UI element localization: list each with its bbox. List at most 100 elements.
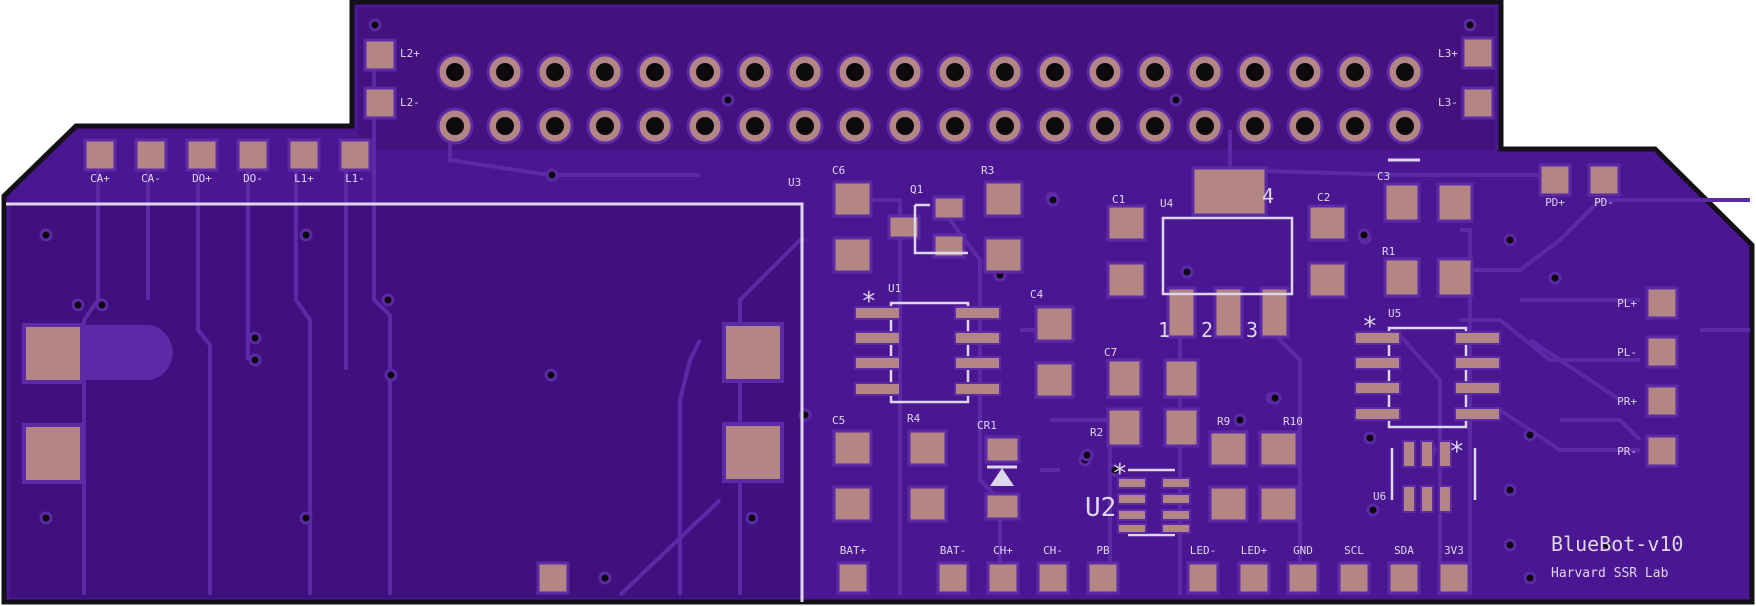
pad-copper bbox=[287, 138, 321, 172]
header-pin-hole bbox=[646, 117, 664, 135]
header-pin-hole bbox=[1146, 63, 1164, 81]
header-pin-hole bbox=[846, 117, 864, 135]
u3-outline bbox=[6, 202, 804, 602]
pad-label: PD- bbox=[1594, 196, 1614, 209]
bottom-pad-ledplus[interactable]: LED+ bbox=[1237, 544, 1271, 595]
q1-label: Q1 bbox=[910, 183, 923, 196]
pad-copper bbox=[1186, 561, 1220, 595]
bottom-pad-gnd[interactable]: GND bbox=[1286, 544, 1320, 595]
pad-copper bbox=[1086, 561, 1120, 595]
header-pin-hole bbox=[1296, 117, 1314, 135]
pad-label: CH- bbox=[1043, 544, 1063, 557]
header-pin-hole bbox=[1146, 117, 1164, 135]
pad-copper bbox=[1645, 286, 1679, 320]
header-pin-hole bbox=[696, 63, 714, 81]
u6-chip bbox=[1390, 440, 1477, 513]
header-pin-hole bbox=[1396, 63, 1414, 81]
right-pad-prminus[interactable]: PR- bbox=[1617, 434, 1679, 468]
pad-label: L1+ bbox=[294, 172, 314, 185]
l2-minus-pad[interactable]: L2- bbox=[363, 86, 420, 120]
u3-label: U3 bbox=[788, 176, 801, 189]
pad-copper bbox=[836, 561, 870, 595]
header-pin-hole bbox=[1296, 63, 1314, 81]
bottom-pad-scl[interactable]: SCL bbox=[1337, 544, 1371, 595]
pad-copper bbox=[1036, 561, 1070, 595]
pad-copper bbox=[936, 561, 970, 595]
pad-column-right: PL+ PL- PR+ PR- bbox=[1617, 286, 1679, 468]
pad-label: L1- bbox=[345, 172, 365, 185]
right-pad-plminus[interactable]: PL- bbox=[1617, 335, 1679, 369]
smd-pads bbox=[832, 166, 1474, 523]
pad-copper bbox=[1645, 434, 1679, 468]
pad-copper bbox=[1645, 335, 1679, 369]
header-pin-hole bbox=[596, 117, 614, 135]
left-pad-caminus[interactable]: CA- bbox=[134, 138, 168, 185]
left-pad-caplus[interactable]: CA+ bbox=[83, 138, 117, 185]
header-pin-hole bbox=[1346, 63, 1364, 81]
left-pad-dominus[interactable]: DO- bbox=[236, 138, 270, 185]
header-pin-hole bbox=[896, 117, 914, 135]
r4-label: R4 bbox=[907, 412, 921, 425]
c6-label: C6 bbox=[832, 164, 845, 177]
u1-chip bbox=[854, 301, 1001, 404]
test-pad[interactable] bbox=[536, 561, 570, 595]
left-pad-doplus[interactable]: DO+ bbox=[185, 138, 219, 185]
c1-label: C1 bbox=[1112, 193, 1125, 206]
u4-label: U4 bbox=[1160, 197, 1174, 210]
header-pin-hole bbox=[1096, 117, 1114, 135]
header-pin-hole bbox=[946, 63, 964, 81]
pad-copper bbox=[1587, 163, 1621, 197]
pad-copper bbox=[236, 138, 270, 172]
bottom-pad-sda[interactable]: SDA bbox=[1387, 544, 1421, 595]
pd-pad-pdplus[interactable]: PD+ bbox=[1538, 163, 1572, 209]
header-pin-hole bbox=[746, 63, 764, 81]
bottom-pad-batminus[interactable]: BAT- bbox=[936, 544, 970, 595]
pad-label: DO+ bbox=[192, 172, 212, 185]
bottom-pad-chminus[interactable]: CH- bbox=[1036, 544, 1070, 595]
l2-plus-label: L2+ bbox=[400, 47, 420, 60]
header-pin-hole bbox=[446, 117, 464, 135]
left-pad-l1plus[interactable]: L1+ bbox=[287, 138, 321, 185]
bottom-pad-chplus[interactable]: CH+ bbox=[986, 544, 1020, 595]
pad-label: PD+ bbox=[1545, 196, 1565, 209]
bottom-pad-pb[interactable]: PB bbox=[1086, 544, 1120, 595]
bottom-pad-batplus[interactable]: BAT+ bbox=[836, 544, 870, 595]
bottom-pad-ledminus[interactable]: LED- bbox=[1186, 544, 1220, 595]
l3-minus-label: L3- bbox=[1438, 96, 1458, 109]
c7-label: C7 bbox=[1104, 346, 1117, 359]
pad-copper bbox=[134, 138, 168, 172]
pad-copper bbox=[185, 138, 219, 172]
right-pad-plplus[interactable]: PL+ bbox=[1617, 286, 1679, 320]
pad-copper bbox=[1437, 561, 1471, 595]
l2-minus-label: L2- bbox=[400, 96, 420, 109]
r9-label: R9 bbox=[1217, 415, 1230, 428]
header-pin-hole bbox=[1196, 63, 1214, 81]
left-pad-l1minus[interactable]: L1- bbox=[338, 138, 372, 185]
copper-pour-top bbox=[358, 8, 1495, 150]
cr1-label: CR1 bbox=[977, 419, 997, 432]
l3-plus-label: L3+ bbox=[1438, 47, 1458, 60]
pad-label: CA- bbox=[141, 172, 161, 185]
pad-label: SCL bbox=[1344, 544, 1364, 557]
pd-pad-pdminus[interactable]: PD- bbox=[1587, 163, 1621, 209]
l2-plus-pad[interactable]: L2+ bbox=[363, 38, 420, 72]
u5-pin1-star: * bbox=[1362, 312, 1378, 342]
right-pad-prplus[interactable]: PR+ bbox=[1617, 384, 1679, 418]
l3-plus-pad[interactable]: L3+ bbox=[1438, 36, 1495, 70]
header-pin-hole bbox=[896, 63, 914, 81]
copper-pour-left bbox=[10, 205, 800, 598]
board-organization: Harvard SSR Lab bbox=[1551, 566, 1669, 581]
pad-row-left: CA+ CA- DO+ DO- L1+ L1- bbox=[83, 138, 372, 185]
header-pin-hole bbox=[1346, 117, 1364, 135]
header-pin-hole bbox=[746, 117, 764, 135]
cr1-diode-symbol bbox=[987, 465, 1017, 486]
header-pin-hole bbox=[1046, 63, 1064, 81]
header-pin-hole bbox=[1246, 63, 1264, 81]
component-labels: C6 Q1 R3 U1 * C4 C5 R4 CR1 C1 U4 4 1 2 3… bbox=[832, 164, 1465, 523]
header-pin-hole bbox=[996, 117, 1014, 135]
u4-pin4-label: 4 bbox=[1262, 184, 1274, 208]
bottom-pad-3v3[interactable]: 3V3 bbox=[1437, 544, 1471, 595]
l3-minus-pad[interactable]: L3- bbox=[1438, 86, 1495, 120]
silk-outlines bbox=[913, 203, 1294, 296]
